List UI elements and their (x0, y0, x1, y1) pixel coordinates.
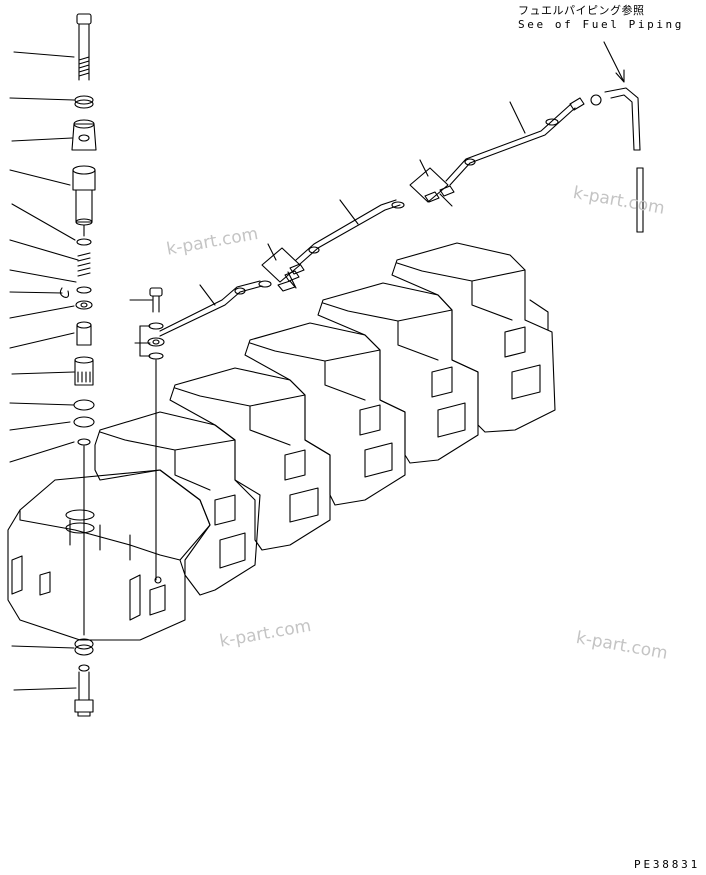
cylinder-head-block (7, 242, 556, 641)
leader-lines-left (9, 51, 153, 691)
reference-note-japanese: フュエルパイピング参照 (518, 4, 645, 17)
drawing-code: PE38831 (634, 858, 700, 871)
injector-stack (59, 13, 97, 717)
fuel-pipes (159, 41, 644, 337)
small-parts-stack (147, 287, 165, 584)
reference-note-english: See of Fuel Piping (518, 18, 685, 31)
